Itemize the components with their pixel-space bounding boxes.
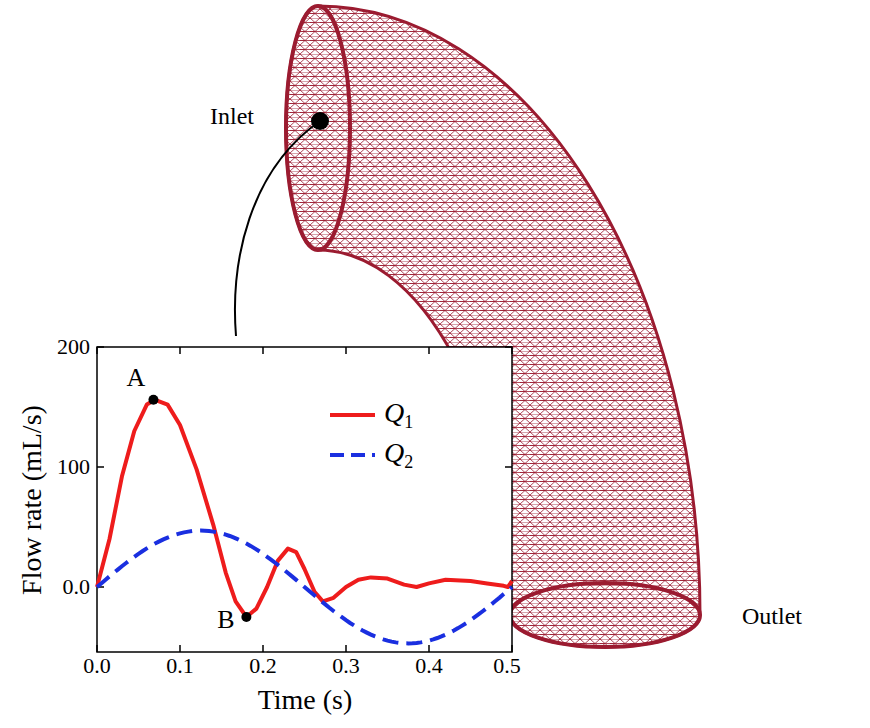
- q2-curve: [97, 531, 512, 644]
- axis-title: Time (s): [258, 686, 353, 714]
- tick-label: 200: [57, 336, 90, 358]
- tick: [345, 347, 347, 354]
- tick-label: 0.5: [493, 655, 521, 677]
- tick: [511, 347, 513, 354]
- chart-plot: [97, 347, 512, 652]
- q1-curve: [97, 400, 512, 617]
- point-marker: [241, 612, 251, 622]
- tick: [505, 466, 512, 468]
- tick-label: 0.2: [249, 655, 277, 677]
- point-label: B: [217, 607, 234, 633]
- tick: [96, 347, 98, 354]
- tick: [96, 645, 98, 652]
- tick: [428, 347, 430, 354]
- inlet-dot: [311, 112, 329, 130]
- part-label: Outlet: [742, 604, 802, 628]
- tick: [179, 347, 181, 354]
- tick: [262, 645, 264, 652]
- tick: [511, 645, 513, 652]
- tick: [262, 347, 264, 354]
- tick-label: 0.3: [332, 655, 360, 677]
- chart-frame: [97, 347, 512, 652]
- tick: [505, 346, 512, 348]
- tick: [97, 466, 104, 468]
- tick: [345, 645, 347, 652]
- tick-label: 0.4: [415, 655, 443, 677]
- tick-label: 0.0: [83, 655, 111, 677]
- legend-sample: [330, 413, 375, 417]
- tick-label: 0.0: [63, 576, 91, 598]
- part-label: Inlet: [210, 104, 254, 128]
- tick-label: 0.1: [166, 655, 194, 677]
- tick: [179, 645, 181, 652]
- point-label: A: [127, 365, 146, 391]
- legend-text: Q1: [384, 399, 413, 431]
- axis-title: Flow rate (mL/s): [18, 405, 46, 595]
- tick: [97, 346, 104, 348]
- leader-line: [235, 121, 320, 336]
- legend-text: Q2: [384, 439, 413, 471]
- legend-sample: [330, 453, 375, 457]
- tick-label: 100: [57, 456, 90, 478]
- tick: [428, 645, 430, 652]
- point-marker: [148, 395, 158, 405]
